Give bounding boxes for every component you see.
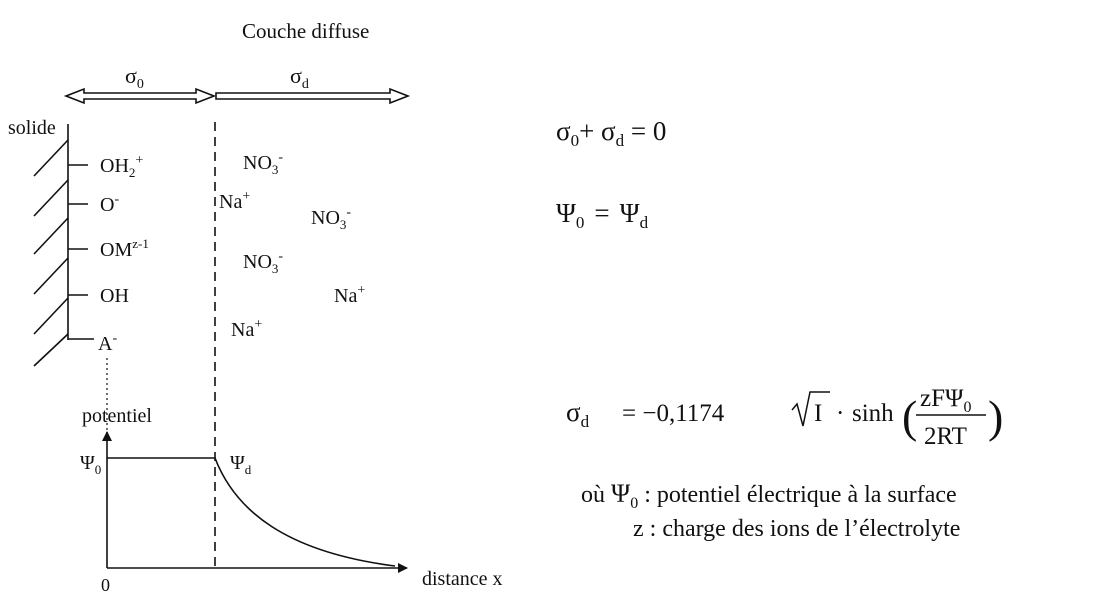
- equation-charge-balance: σ0+ σd = 0: [556, 116, 666, 150]
- sigma0-double-arrow: [63, 87, 217, 105]
- ion-no3-2: NO3-: [311, 205, 351, 232]
- sigmad-label: σd: [290, 63, 309, 92]
- y-axis-label: potentiel: [82, 405, 152, 427]
- surface-group-oh2: OH2+: [100, 153, 143, 180]
- origin-label: 0: [101, 575, 110, 592]
- ion-no3-1: NO3-: [243, 150, 283, 177]
- equation-gouy-chapman: σd = −0,1174 I · sinh ( zFΨ0 2RT ): [566, 385, 1003, 450]
- solid-label: solide: [8, 117, 56, 139]
- ion-na-2: Na+: [334, 283, 365, 307]
- fraction-denominator: 2RT: [924, 423, 967, 450]
- diffuse-layer-title: Couche diffuse: [242, 19, 369, 43]
- left-paren: (: [902, 391, 917, 442]
- sigmad-arrow: [215, 87, 411, 105]
- x-axis-label: distance x: [422, 568, 503, 590]
- psid-label: Ψd: [230, 452, 252, 477]
- sigma0-label: σ0: [125, 63, 144, 92]
- multiply-dot: ·: [836, 400, 844, 427]
- surface-group-om: OMz-1: [100, 236, 149, 261]
- surface-group-oh: OH: [100, 285, 129, 307]
- ion-na-3: Na+: [231, 317, 262, 341]
- potential-curve: [107, 457, 396, 567]
- psi0-axis-label: Ψ0: [80, 452, 101, 477]
- sinh-function: sinh: [852, 400, 894, 427]
- eq3-coefficient: = −0,1174: [622, 400, 725, 427]
- ion-na-1: Na+: [219, 189, 250, 213]
- surface-group-a: A-: [98, 331, 117, 355]
- sqrt-argument: I: [814, 400, 822, 427]
- fraction-numerator: zFΨ0: [920, 385, 971, 416]
- solid-surface: [33, 124, 94, 367]
- sqrt-sign: [791, 391, 830, 427]
- note-line-2: z : charge des ions de l’électrolyte: [633, 516, 960, 542]
- ion-no3-3: NO3-: [243, 249, 283, 276]
- equation-potential-equality: Ψ0=Ψd: [556, 198, 649, 232]
- surface-group-o: O-: [100, 192, 119, 216]
- eq3-lhs: σd: [566, 397, 590, 431]
- right-paren: ): [988, 391, 1003, 442]
